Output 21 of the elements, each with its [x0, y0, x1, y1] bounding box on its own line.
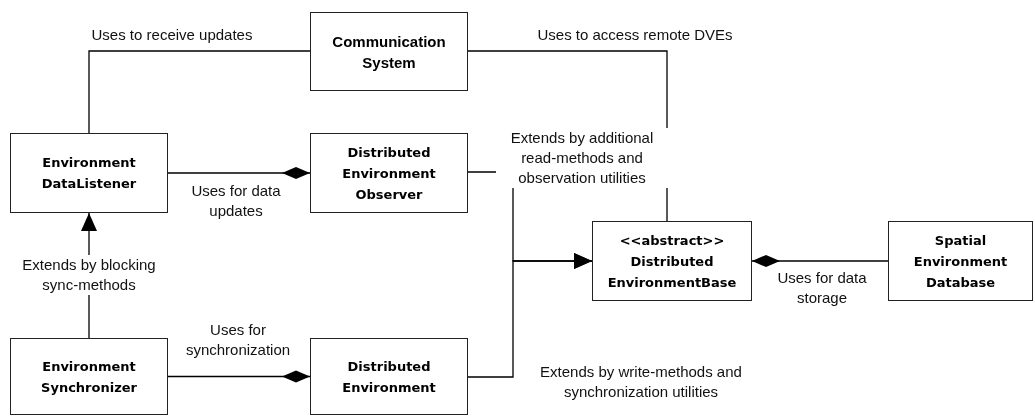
class-name: Distributed Environment Observer — [341, 143, 437, 204]
class-name: <<abstract>> — [619, 231, 725, 250]
connector-line — [467, 253, 593, 378]
class-box — [10, 338, 168, 415]
class-box — [310, 133, 468, 213]
connector-line — [167, 370, 311, 383]
edge-label: Extends by additional read-methods and observation utilities — [496, 128, 668, 188]
class-box — [310, 338, 468, 415]
class-name: Environment DataListener — [40, 154, 138, 193]
class-box — [888, 221, 1033, 301]
connector-line — [751, 255, 889, 267]
class-name: Spatial Environment Database — [912, 231, 1009, 292]
class-name: Communication System — [331, 31, 447, 73]
class-name: Distributed EnvironmentBase — [606, 252, 738, 292]
connector-line — [167, 167, 311, 179]
class-name: Distributed Environment — [341, 357, 437, 397]
class-name: Environment Synchronizer — [40, 357, 138, 397]
class-box — [10, 133, 168, 213]
class-box — [592, 221, 752, 301]
connector-line — [88, 50, 311, 134]
class-box — [310, 12, 468, 91]
